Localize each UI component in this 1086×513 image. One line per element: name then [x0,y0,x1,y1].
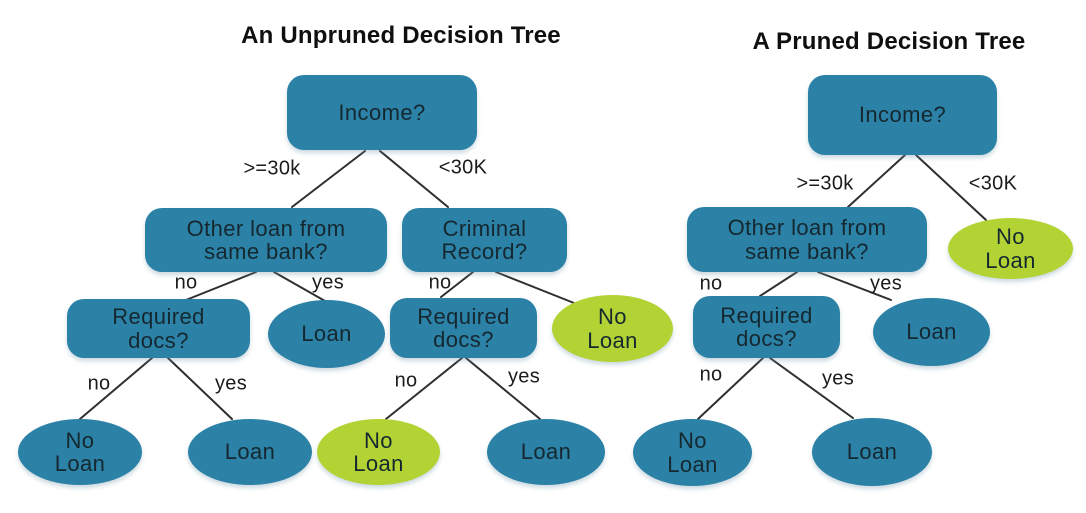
edge-line [759,271,798,297]
edge-line [697,357,764,420]
edge-line [495,271,575,304]
leaf-loan-1: Loan [188,419,312,485]
leaf-no-loan-pruned: No Loan [633,419,752,486]
edge-line [291,150,366,208]
node-label: Loan [906,319,957,345]
edge-line [379,150,449,208]
node-other-loan-pruned: Other loan from same bank? [687,207,927,272]
node-label: Loan [846,439,898,465]
node-income-pruned: Income? [808,75,997,155]
leaf-loan-pruned: Loan [812,418,932,486]
edge-line [185,271,257,301]
edge-label-no: no [394,369,418,392]
edge-label-yes: yes [507,365,541,388]
edge-label-yes: yes [214,372,248,395]
edge-label-lt30k: <30K [968,172,1018,195]
edge-line [465,357,541,420]
node-other-loan: Other loan from same bank? [145,208,387,272]
node-label: Loan [520,439,572,465]
node-label: Income? [338,99,426,125]
node-label: No Loan [54,427,106,476]
leaf-no-loan-green-pruned: No Loan [948,218,1073,279]
node-label: No Loan [667,428,718,477]
node-required-docs-1: Required docs? [67,299,250,358]
node-label: No Loan [353,427,404,476]
node-label: Required docs? [720,302,813,351]
leaf-no-loan: No Loan [18,419,142,485]
node-label: Criminal Record? [441,215,528,264]
node-label: Other loan from same bank? [727,215,887,264]
node-label: Other loan from same bank? [186,215,346,264]
node-label: Income? [858,102,947,128]
edge-line [440,271,474,298]
edge-line [915,154,987,221]
node-income: Income? [287,75,477,150]
leaf-no-loan-green-mid: No Loan [552,295,673,362]
edge-line [769,357,854,419]
edge-line [847,154,906,208]
edge-label-no: no [699,363,723,386]
edge-label-yes: yes [311,271,345,294]
node-label: No Loan [587,304,638,353]
edge-label-lt30k: <30K [438,156,488,179]
edge-label-no: no [174,271,198,294]
edge-label-ge30k: >=30k [796,172,854,195]
node-required-docs-pruned: Required docs? [693,296,840,358]
leaf-loan-2: Loan [487,419,605,485]
node-label: Required docs? [417,303,510,352]
edge-line [79,357,153,420]
node-label: No Loan [985,224,1036,273]
node-criminal-record: Criminal Record? [402,208,567,272]
leaf-loan-mid-pruned: Loan [873,298,990,366]
edge-line [273,271,326,302]
leaf-no-loan-green: No Loan [317,419,440,485]
node-label: Loan [301,321,352,347]
edge-label-no: no [87,372,111,395]
edge-line [385,357,463,420]
node-required-docs-2: Required docs? [390,298,537,358]
edge-label-ge30k: >=30k [243,157,301,180]
node-label: Required docs? [112,304,205,353]
edge-label-yes: yes [821,367,855,390]
edge-label-no: no [699,272,723,295]
leaf-loan-mid: Loan [268,300,385,368]
edge-label-yes: yes [869,272,903,295]
node-label: Loan [224,439,276,465]
edge-line [817,271,892,301]
edge-label-no: no [428,271,452,294]
unpruned-tree-title: An Unpruned Decision Tree [241,22,561,49]
pruned-tree-title: A Pruned Decision Tree [752,28,1026,55]
edge-line [167,357,233,420]
